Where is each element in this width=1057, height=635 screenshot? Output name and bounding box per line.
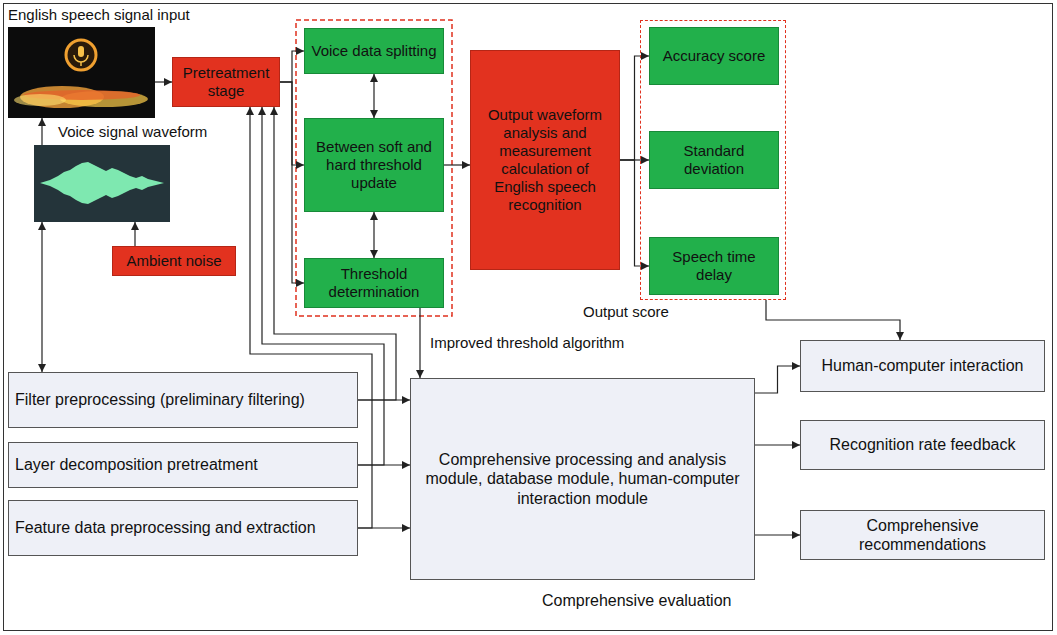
node-text: Comprehensive recommendations	[807, 516, 1038, 554]
node-text: Comprehensive processing and analysis mo…	[417, 450, 748, 508]
node-text: Human-computer interaction	[822, 356, 1024, 375]
process-box: Pretreatment stage	[172, 57, 280, 107]
microphone-illustration	[8, 27, 155, 118]
node-text: Standard deviation	[656, 142, 772, 178]
preprocess-box: Filter preprocessing (preliminary filter…	[8, 372, 358, 428]
outer-frame	[4, 4, 1053, 631]
connector-arrow	[373, 212, 374, 258]
connector-arrow	[766, 300, 900, 340]
caption-label: Comprehensive evaluation	[540, 591, 733, 610]
image-panel: Voice signal waveform	[34, 145, 170, 222]
process-box: Threshold determination	[304, 258, 444, 308]
node-text: Speech time delay	[656, 248, 772, 284]
connector-arrow	[444, 164, 470, 165]
connector-arrow	[41, 118, 42, 145]
score-box: Accuracy score	[649, 27, 779, 85]
connector-arrow	[280, 82, 304, 283]
node-text: Between soft and hard threshold update	[311, 138, 437, 192]
connector-arrow	[620, 160, 649, 266]
preprocess-box: Feature data preprocessing and extractio…	[8, 500, 358, 556]
connector-arrow	[373, 74, 374, 118]
preprocess-box: Layer decomposition pretreatment	[8, 442, 358, 488]
node-text: Ambient noise	[126, 252, 221, 270]
score-box: Speech time delay	[649, 237, 779, 295]
edge-label: Improved threshold algorithm	[428, 334, 626, 352]
dashed-group-outline	[296, 20, 452, 316]
connector-arrow	[134, 222, 135, 246]
noise-box: Ambient noise	[112, 246, 236, 276]
connector-arrow	[155, 81, 172, 82]
connector-arrow	[419, 308, 420, 378]
connector-arrow	[620, 56, 649, 160]
connector-arrow	[41, 222, 42, 372]
process-box: Voice data splitting	[304, 28, 444, 74]
module-box: Comprehensive processing and analysis mo…	[410, 378, 755, 580]
connector-arrow	[358, 399, 410, 400]
node-heading: Voice signal waveform	[58, 123, 207, 141]
node-text: Filter preprocessing (preliminary filter…	[15, 390, 305, 409]
score-box: Standard deviation	[649, 131, 779, 189]
connector-arrow	[755, 534, 800, 535]
node-text: Output waveform analysis and measurement…	[477, 106, 613, 214]
process-box: Output waveform analysis and measurement…	[470, 50, 620, 270]
connector-arrow	[358, 527, 410, 528]
node-text: Recognition rate feedback	[830, 435, 1016, 454]
node-text: Layer decomposition pretreatment	[15, 455, 258, 474]
connector-arrow	[755, 444, 800, 445]
connector-arrow	[755, 366, 800, 393]
node-text: Pretreatment stage	[179, 64, 273, 100]
connector-arrow	[280, 51, 304, 82]
waveform-illustration	[34, 145, 170, 222]
image-panel: English speech signal input	[8, 27, 155, 118]
node-heading: English speech signal input	[8, 6, 190, 24]
node-text: Accuracy score	[663, 47, 766, 65]
node-text: Threshold determination	[311, 265, 437, 301]
node-text: Voice data splitting	[311, 42, 436, 60]
node-text: Feature data preprocessing and extractio…	[15, 518, 316, 537]
output-box: Comprehensive recommendations	[800, 510, 1045, 560]
process-box: Between soft and hard threshold update	[304, 118, 444, 212]
group-box: Output scoreAccuracy scoreStandard devia…	[640, 20, 786, 300]
output-box: Recognition rate feedback	[800, 420, 1045, 470]
connector-arrow	[358, 464, 410, 465]
output-box: Human-computer interaction	[800, 340, 1045, 392]
node-heading: Output score	[583, 303, 669, 321]
